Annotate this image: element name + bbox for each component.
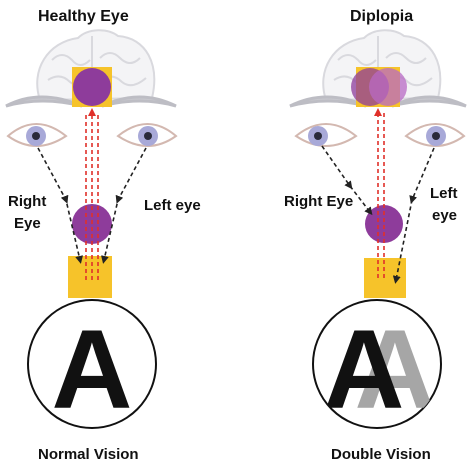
light-rays xyxy=(37,108,147,280)
eye-icon xyxy=(294,123,358,147)
ghost-vision-glyph: A xyxy=(355,307,436,432)
healthy-eye-title: Healthy Eye xyxy=(38,8,129,25)
object-square xyxy=(68,256,112,298)
normal-vision-caption: Normal Vision xyxy=(38,446,139,463)
diplopia-panel: A A xyxy=(289,29,467,432)
brain-image-circle xyxy=(73,68,111,106)
double-vision-circle xyxy=(312,299,442,429)
diplopia-title: Diplopia xyxy=(350,8,414,25)
double-vision-caption: Double Vision xyxy=(331,446,431,463)
eye-icon xyxy=(116,123,178,147)
eye-icon xyxy=(6,123,68,147)
object-circle xyxy=(365,205,403,243)
brain-image-circle-double xyxy=(369,68,407,106)
left-eye-label-line2: eye xyxy=(432,207,458,224)
light-rays xyxy=(321,108,435,284)
eyebrow-icon xyxy=(101,95,177,108)
left-eye-label-line1: Left xyxy=(430,185,458,202)
eye-icon xyxy=(404,123,466,147)
right-eye-label-line2: Eye xyxy=(14,215,41,232)
healthy-eye-panel: A xyxy=(5,29,178,432)
eyebrow-icon xyxy=(391,95,467,108)
right-eye-label: Right Eye xyxy=(284,193,354,210)
normal-vision-circle xyxy=(27,299,157,429)
left-eye-label: Left eye xyxy=(144,197,201,214)
vision-glyph: A xyxy=(324,307,405,432)
right-eye-label-line1: Right xyxy=(8,193,47,210)
vision-glyph: A xyxy=(52,307,133,432)
